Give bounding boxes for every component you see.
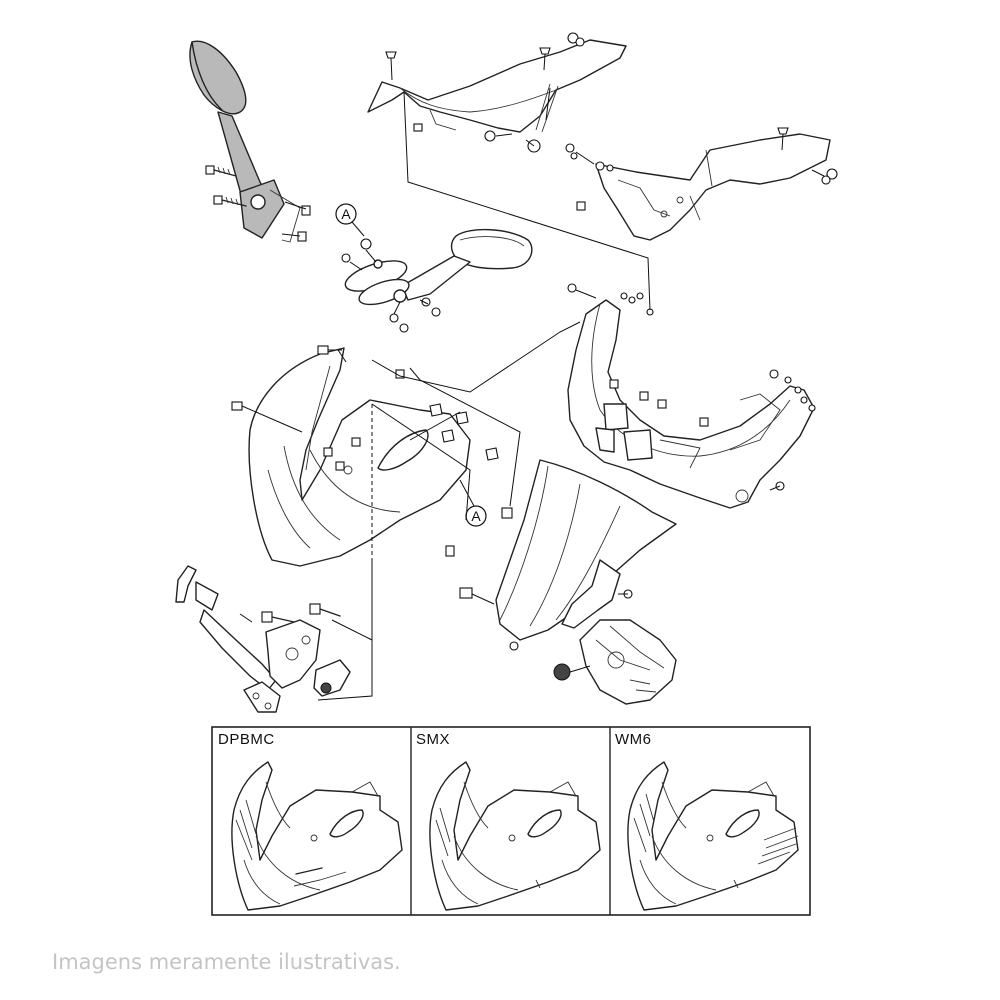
front-cowl <box>231 345 499 567</box>
variant-cowl-wm6 <box>627 761 799 911</box>
windshield <box>459 459 677 651</box>
headlight-bracket-assembly <box>175 565 351 713</box>
callout-a-bottom-label: A <box>471 508 481 524</box>
upper-inner-panel <box>367 32 627 153</box>
inner-front-cowl <box>567 283 816 509</box>
variant-cowl-dpbmc <box>231 761 403 911</box>
bracket-bolt <box>309 603 341 617</box>
bracket-bolt <box>261 611 295 623</box>
variant-label-dpbmc: DPBMC <box>218 731 275 748</box>
mirror-bolt <box>205 165 237 177</box>
variant-label-smx: SMX <box>416 731 451 748</box>
right-mirror-assembly <box>341 228 533 333</box>
callout-a-bottom: A <box>459 479 487 527</box>
callout-a-top-label: A <box>341 206 351 222</box>
illustrative-disclaimer: Imagens meramente ilustrativas. <box>52 950 401 974</box>
lower-cover-panel <box>553 619 677 705</box>
variant-label-wm6: WM6 <box>615 731 652 748</box>
left-mirror-assembly <box>189 40 311 243</box>
side-cowl-panel <box>565 127 838 241</box>
assembly-leader-lines <box>317 87 651 701</box>
callout-a-top: A <box>335 203 365 237</box>
variant-cowl-smx <box>429 761 601 911</box>
mirror-bolt <box>213 195 247 207</box>
